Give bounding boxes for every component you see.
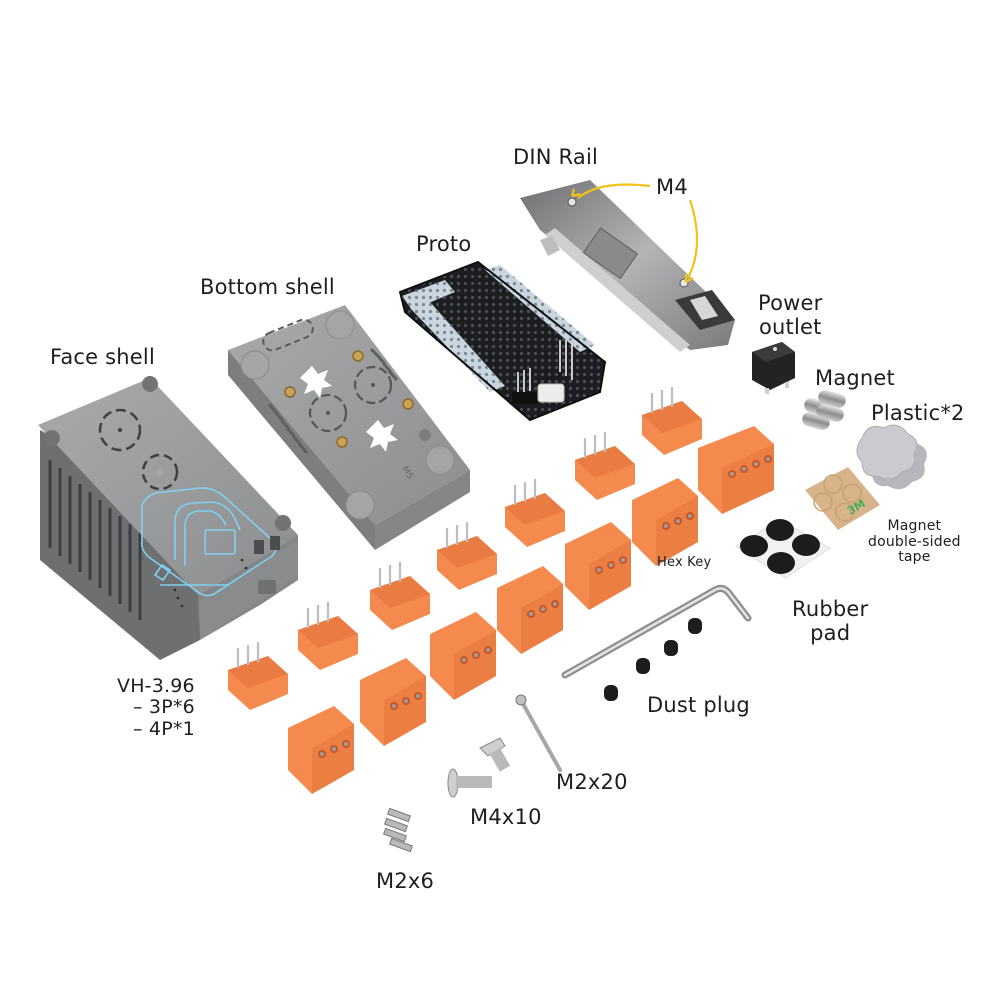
label-face-shell: Face shell	[50, 345, 156, 369]
male-header-connector	[505, 479, 565, 547]
male-header-connector	[642, 387, 702, 455]
label-power-outlet-line-1: Power	[758, 291, 823, 315]
female-plug-3p	[632, 478, 698, 566]
m4-callout-arrows	[570, 183, 699, 283]
female-plug-3p	[288, 706, 354, 794]
din-rail-part	[520, 180, 735, 352]
m4x10-screw-b	[447, 768, 492, 798]
m2x20-screw	[515, 694, 562, 772]
rubber-pad-part	[735, 519, 831, 579]
face-shell-part	[38, 376, 298, 660]
label-bottom-shell: Bottom shell	[200, 275, 335, 299]
label-m4: M4	[656, 175, 688, 199]
label-vh-connector-line-3: – 4P*1	[132, 717, 195, 740]
female-plug-3p	[430, 612, 496, 700]
label-dust-plug: Dust plug	[647, 693, 750, 717]
bottom-shell-part: M5	[228, 305, 470, 550]
female-plug-4p	[698, 426, 774, 514]
magnet-part	[802, 390, 846, 430]
female-plug-3p	[360, 658, 426, 746]
label-power-outlet: Power outlet	[758, 291, 823, 339]
female-plug-3p	[565, 522, 631, 610]
label-vh-connector: VH-3.96 – 3P*6 – 4P*1	[117, 675, 195, 740]
label-magnet-tape-line-2: double-sided	[868, 533, 961, 550]
male-header-connector	[298, 602, 358, 670]
label-magnet-tape-line-1: Magnet	[887, 518, 942, 534]
label-m2x6: M2x6	[376, 869, 435, 893]
label-power-outlet-line-2: outlet	[758, 314, 822, 339]
label-rubber-pad-line-1: Rubber	[792, 597, 869, 621]
label-plastic: Plastic*2	[871, 401, 965, 425]
plastic-part	[856, 424, 927, 490]
female-plug-3p	[497, 566, 563, 654]
m2x6-screws	[382, 807, 414, 853]
label-magnet-tape-line-3: tape	[898, 549, 931, 566]
male-header-connector	[437, 522, 497, 590]
label-m4x10: M4x10	[470, 805, 542, 829]
dust-plug-parts	[604, 618, 702, 701]
m4x10-screw-a	[479, 737, 511, 772]
proto-board-part	[398, 260, 607, 422]
label-vh-connector-line-1: VH-3.96	[117, 675, 195, 697]
power-outlet-part	[752, 342, 795, 394]
label-m2x20: M2x20	[556, 770, 628, 794]
hex-key-part	[561, 584, 752, 679]
label-magnet-tape: Magnet double-sided tape	[868, 518, 961, 566]
label-vh-connector-line-2: – 3P*6	[132, 696, 195, 719]
magnet-tape-part: 3M	[805, 467, 880, 530]
label-rubber-pad-line-2: pad	[810, 620, 851, 645]
label-rubber-pad: Rubber pad	[792, 597, 869, 645]
label-din-rail: DIN Rail	[513, 145, 599, 169]
male-header-connector	[370, 562, 430, 630]
male-header-connector	[228, 642, 288, 710]
vh-connector-group	[228, 387, 774, 794]
male-header-connector	[575, 432, 635, 500]
label-hex-key: Hex Key	[657, 555, 712, 570]
label-magnet: Magnet	[815, 366, 895, 390]
label-proto: Proto	[416, 232, 472, 256]
